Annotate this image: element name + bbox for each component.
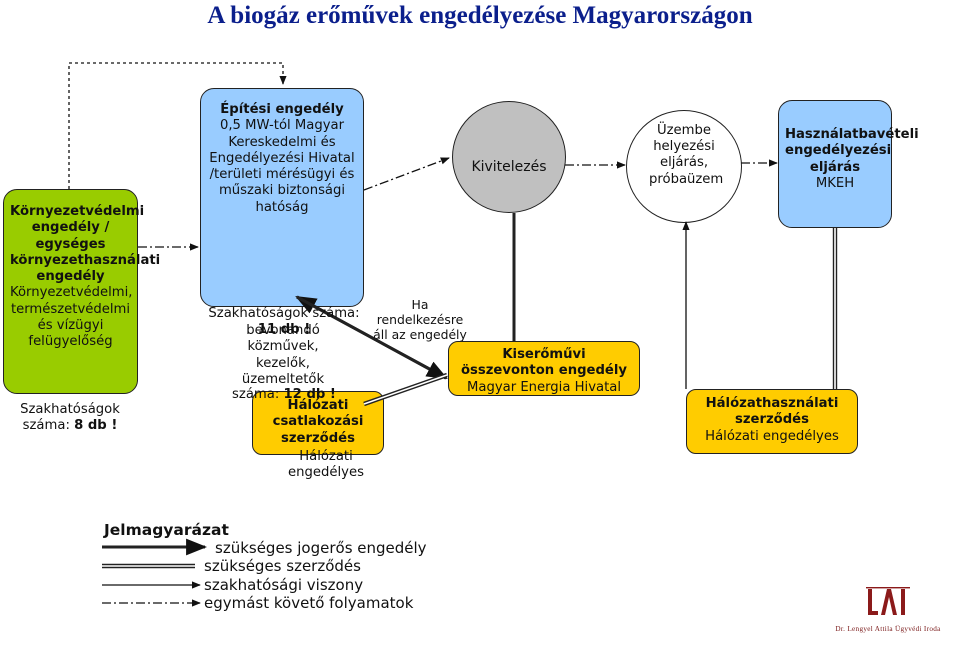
environmental-authority: Környezetvédelmi, természetvédelmi és ví… [10, 285, 133, 350]
usage-permit-box: Használatbavételi engedélyezési eljárás … [778, 100, 919, 228]
legend-item-sequence: egymást követő folyamatok [204, 594, 414, 612]
commissioning-label: Üzembe helyezési eljárás, próbaüzem [649, 123, 724, 187]
lai-monogram-icon [866, 587, 910, 615]
grid-usage-contract-box: Hálózathasználati szerződés Hálózati eng… [686, 389, 858, 454]
permit-available-note: Ha rendelkezésre áll az engedély [373, 297, 467, 342]
grid-usage-title: Hálózathasználati szerződés [705, 396, 839, 428]
logo-caption: Dr. Lengyel Attila Ügyvédi Iroda [835, 625, 941, 633]
environmental-count: Szakhatóságok száma: 8 db ! [20, 402, 120, 434]
usage-permit-title: Használatbavételi engedélyezési eljárás [785, 127, 919, 175]
grid-connection-title: Hálózati csatlakozási szerződés [272, 398, 364, 446]
law-firm-logo: Dr. Lengyel Attila Ügyvédi Iroda [820, 585, 956, 640]
building-permit-box: Építési engedély 0,5 MW-tól Magyar Keres… [200, 88, 364, 307]
commissioning-circle: Üzembe helyezési eljárás, próbaüzem [626, 110, 742, 223]
power-plant-permit-title: Kiserőművi összevonton engedély [461, 347, 627, 379]
environmental-permit-title: Környezetvédelmi engedély / egységes kör… [10, 204, 161, 285]
grid-connection-licensee: Hálózati engedélyes [288, 449, 364, 481]
grid-connection-contract-box: Hálózati csatlakozási szerződés [252, 391, 384, 455]
power-plant-authority: Magyar Energia Hivatal [466, 379, 621, 395]
usage-authority: MKEH [815, 175, 855, 191]
environmental-permit-box: Környezetvédelmi engedély / egységes kör… [3, 189, 161, 394]
dashdot-flow-building-to-construction [363, 157, 450, 191]
construction-circle: Kivitelezés [452, 101, 566, 213]
legend-item-authority: szakhatósági viszony [204, 576, 364, 594]
utilities-count: száma: 12 db ! [232, 387, 336, 402]
grid-usage-licensee: Hálózati engedélyes [705, 428, 839, 444]
legend-title: Jelmagyarázat [104, 521, 229, 539]
building-authority: 0,5 MW-tól Magyar Kereskedelmi és Engedé… [209, 118, 355, 215]
legend-item-contract: szükséges szerződés [204, 557, 361, 575]
page-title: A biogáz erőművek engedélyezése Magyaror… [207, 2, 753, 29]
building-permit-title: Építési engedély [220, 102, 344, 117]
small-power-plant-permit-box: Kiserőművi összevonton engedély Magyar E… [448, 341, 640, 396]
utilities-note: bevonandó közművek, kezelők, üzemeltetők [241, 323, 325, 387]
construction-label: Kivitelezés [471, 159, 547, 175]
legend-item-permit: szükséges jogerős engedély [215, 539, 427, 557]
